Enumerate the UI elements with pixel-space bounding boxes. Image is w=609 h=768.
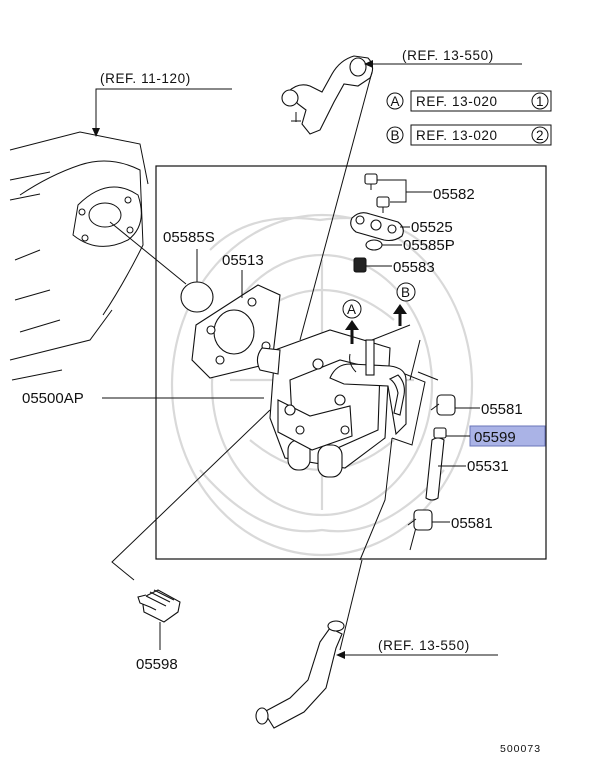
diagram-id: 500073: [500, 743, 541, 755]
ref-13-550-bottom-label: (REF. 13-550): [378, 638, 470, 653]
ref-b-callout: B REF. 13-020 2: [386, 124, 552, 146]
bolt-05598: [137, 589, 181, 623]
connector-05599: [433, 427, 447, 439]
ref-13-550-top-label: (REF. 13-550): [402, 48, 494, 63]
arrow-b: B: [393, 282, 416, 326]
clamp-05581-bottom: [407, 509, 433, 531]
ref-11-120-label: (REF. 11-120): [100, 71, 191, 86]
part-05599-label: 05599: [474, 429, 516, 446]
part-05500AP-label: 05500AP: [22, 390, 84, 407]
svg-text:1: 1: [536, 94, 544, 109]
svg-text:A: A: [347, 302, 357, 317]
svg-text:REF. 13-020: REF. 13-020: [416, 94, 498, 109]
top-pipe: [281, 55, 374, 135]
part-05581-top-label: 05581: [481, 401, 523, 418]
ref-a-callout: A REF. 13-020 1: [386, 90, 552, 112]
part-05581-bottom-label: 05581: [451, 515, 493, 532]
svg-text:B: B: [401, 285, 411, 300]
o-ring-05585S: [180, 281, 214, 313]
vacuum-pump-body: [256, 329, 407, 478]
svg-text:A: A: [391, 94, 401, 109]
clamp-05581-top: [430, 394, 456, 416]
cylinder-head-sketch: [9, 131, 149, 381]
bottom-pipe: [255, 620, 345, 729]
part-05583-label: 05583: [393, 259, 435, 276]
bolts-05582: [364, 173, 390, 213]
hose-05531: [425, 437, 445, 501]
svg-text:REF. 13-020: REF. 13-020: [416, 128, 498, 143]
part-05598-label: 05598: [136, 656, 178, 673]
part-05531-label: 05531: [467, 458, 509, 475]
assembly-frame: [155, 165, 547, 560]
o-ring-05585P: [365, 239, 383, 251]
svg-text:B: B: [391, 128, 401, 143]
valve-05583: [353, 257, 367, 273]
svg-text:2: 2: [536, 128, 544, 143]
part-05525-label: 05525: [411, 219, 453, 236]
plate-05525: [350, 212, 404, 242]
part-05513-label: 05513: [222, 252, 264, 269]
part-05585S-label: 05585S: [163, 229, 215, 246]
part-05585P-label: 05585P: [403, 237, 455, 254]
arrow-a: A: [342, 299, 362, 344]
part-05582-label: 05582: [433, 186, 475, 203]
